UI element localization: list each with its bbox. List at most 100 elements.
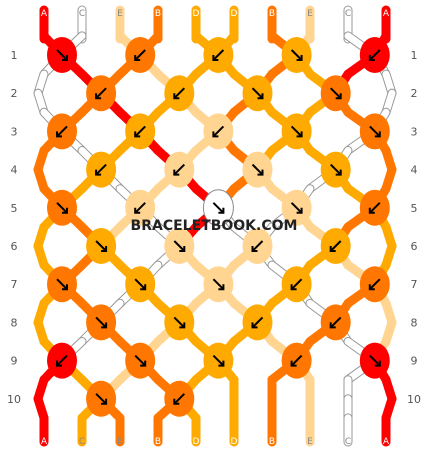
knot-arrowhead <box>134 131 141 138</box>
knot-arrowhead <box>374 131 381 138</box>
knot-arrow-icon <box>369 354 381 367</box>
knot-arrow-icon <box>134 202 146 214</box>
knot-arrow-icon <box>95 87 107 99</box>
knot-arrowhead <box>374 360 381 367</box>
knot-arrowhead <box>218 207 225 214</box>
knot-arrow-icon <box>95 393 107 405</box>
watermark: BRACELETBOOK.COM <box>131 218 298 234</box>
strand-letter-bottom: D <box>193 437 200 447</box>
knot-arrow-icon <box>290 202 303 214</box>
strand-letter-top: E <box>307 9 313 19</box>
knot-arrow-icon <box>212 49 225 61</box>
row-label-right: 6 <box>411 240 418 253</box>
row-label-left: 9 <box>11 355 18 368</box>
knot-arrowhead <box>368 207 375 214</box>
knot-arrow-icon <box>173 87 186 99</box>
knot-arrowhead <box>335 93 342 100</box>
knot-arrow-icon <box>95 240 107 252</box>
row-label-right: 9 <box>411 355 418 368</box>
strand-letter-bottom: C <box>345 437 351 447</box>
row-label-right: 7 <box>411 278 418 291</box>
knot-arrowhead <box>62 207 68 214</box>
knot-arrow-icon <box>329 87 342 99</box>
knot-arrowhead <box>101 246 108 252</box>
knot-arrowhead <box>251 322 258 329</box>
row-label-left: 10 <box>7 393 21 406</box>
strand-letter-bottom: B <box>155 437 161 447</box>
knot-arrow-icon <box>369 278 381 290</box>
knot-arrowhead <box>95 93 102 100</box>
knot-arrow-icon <box>56 278 68 290</box>
knot-arrow-icon <box>134 49 146 61</box>
row-label-left: 4 <box>11 164 18 177</box>
knot-arrowhead <box>56 360 62 367</box>
knot-arrow-icon <box>134 354 146 367</box>
knot-arrowhead <box>62 284 68 291</box>
knot-arrowhead <box>56 131 62 138</box>
knot-arrow-icon <box>173 316 186 329</box>
knot-arrow-icon <box>134 125 146 138</box>
knot-arrowhead <box>179 246 186 252</box>
knot-arrow-icon <box>369 49 381 61</box>
knot-arrow-icon <box>251 163 264 176</box>
row-label-left: 7 <box>11 278 18 291</box>
knot-arrowhead <box>257 93 264 100</box>
knot-arrow-icon <box>56 354 68 367</box>
knot-arrow-icon <box>95 163 107 176</box>
strand-letter-top: B <box>155 9 161 19</box>
knot-grid <box>47 37 390 417</box>
knot-arrowhead <box>173 93 180 100</box>
strand-letter-bottom: E <box>307 437 313 447</box>
knot-arrow-icon <box>329 163 342 176</box>
strand-letter-top: C <box>79 9 85 19</box>
knot-arrow-icon <box>329 240 342 252</box>
knot-arrowhead <box>95 169 102 176</box>
row-label-left: 8 <box>11 316 18 329</box>
strand-letter-top: E <box>117 9 123 19</box>
knot-arrow-icon <box>212 202 225 214</box>
knot-arrowhead <box>296 55 303 61</box>
knot-arrowhead <box>218 284 225 291</box>
row-label-right: 10 <box>407 393 421 406</box>
knot-arrow-icon <box>290 278 303 290</box>
knot-arrowhead <box>140 284 147 291</box>
strand-letter-bottom: E <box>117 437 123 447</box>
knot-arrowhead <box>296 131 303 138</box>
knot-arrowhead <box>212 131 219 138</box>
strand-letter-top: D <box>231 9 238 19</box>
strand-letter-bottom: C <box>79 437 85 447</box>
strand-letter-bottom: A <box>41 437 48 447</box>
knot-arrow-icon <box>95 316 107 329</box>
row-label-right: 2 <box>411 87 418 100</box>
knot-arrowhead <box>140 360 147 367</box>
knot-arrowhead <box>101 322 108 329</box>
knot-arrow-icon <box>290 49 303 61</box>
strand-letter-top: A <box>383 9 390 19</box>
knot-arrowhead <box>329 322 336 329</box>
knot-arrow-icon <box>212 125 225 138</box>
strand-letter-bottom: D <box>231 437 238 447</box>
knot-arrowhead <box>101 398 108 405</box>
row-label-left: 3 <box>11 125 18 138</box>
knot-arrow-icon <box>173 163 186 176</box>
knot-arrowhead <box>212 55 219 61</box>
knot-arrow-icon <box>251 240 264 252</box>
knot-arrow-icon <box>173 240 186 252</box>
knot-arrowhead <box>134 55 141 61</box>
knot-arrow-icon <box>134 278 146 290</box>
row-label-left: 6 <box>11 240 18 253</box>
knot-arrow-icon <box>369 125 381 138</box>
knot-arrow-icon <box>290 125 303 138</box>
knot-arrow-icon <box>173 393 186 405</box>
knot-arrowhead <box>329 246 336 252</box>
knot-arrowhead <box>335 169 342 176</box>
strand-letter-top: C <box>345 9 351 19</box>
knot-arrowhead <box>368 55 375 61</box>
knot-arrow-icon <box>212 354 225 367</box>
row-label-right: 3 <box>411 125 418 138</box>
knot-arrow-icon <box>369 202 381 214</box>
knot-arrowhead <box>173 169 180 176</box>
knot-arrowhead <box>290 284 297 291</box>
